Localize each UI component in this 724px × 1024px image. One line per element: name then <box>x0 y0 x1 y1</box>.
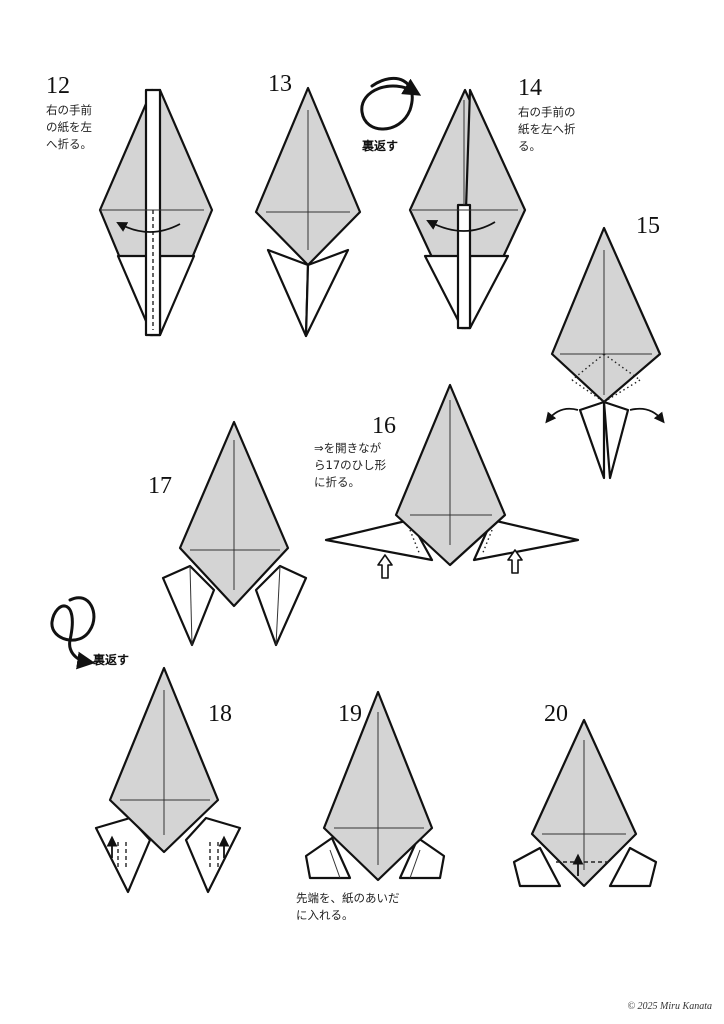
step-number: 17 <box>148 473 172 499</box>
copyright-notice: © 2025 Miru Kanata <box>627 1001 712 1012</box>
flip-label: 裏返す <box>362 139 399 153</box>
step-instruction: 右の手前の 紙を左へ折 る。 <box>518 105 576 153</box>
step-number: 12 <box>46 73 70 99</box>
step-17-figure <box>161 420 308 647</box>
step-instruction: 先端を、紙のあいだ に入れる。 <box>296 891 400 922</box>
step-12-figure <box>98 88 214 337</box>
step-18-figure <box>94 666 242 894</box>
step-number: 20 <box>544 701 568 727</box>
step-number: 19 <box>338 701 362 727</box>
step-number: 16 <box>372 413 396 439</box>
step-20-figure <box>512 718 658 888</box>
flip-arrow-icon <box>50 596 96 670</box>
step-13-figure <box>254 86 362 338</box>
step-15-figure <box>545 226 665 480</box>
step-number: 14 <box>518 75 542 101</box>
step-14-figure <box>408 88 527 330</box>
step-number: 13 <box>268 71 292 97</box>
step-instruction: ⇒を開きなが ら17のひし形 に折る。 <box>314 441 387 489</box>
step-number: 15 <box>636 213 660 239</box>
step-instruction: 右の手前 の紙を左 へ折る。 <box>46 103 92 151</box>
step-number: 18 <box>208 701 232 727</box>
step-16-figure <box>324 383 580 579</box>
step-19-figure <box>304 690 446 882</box>
flip-arrow-icon <box>360 76 422 131</box>
flip-label: 裏返す <box>93 653 130 667</box>
